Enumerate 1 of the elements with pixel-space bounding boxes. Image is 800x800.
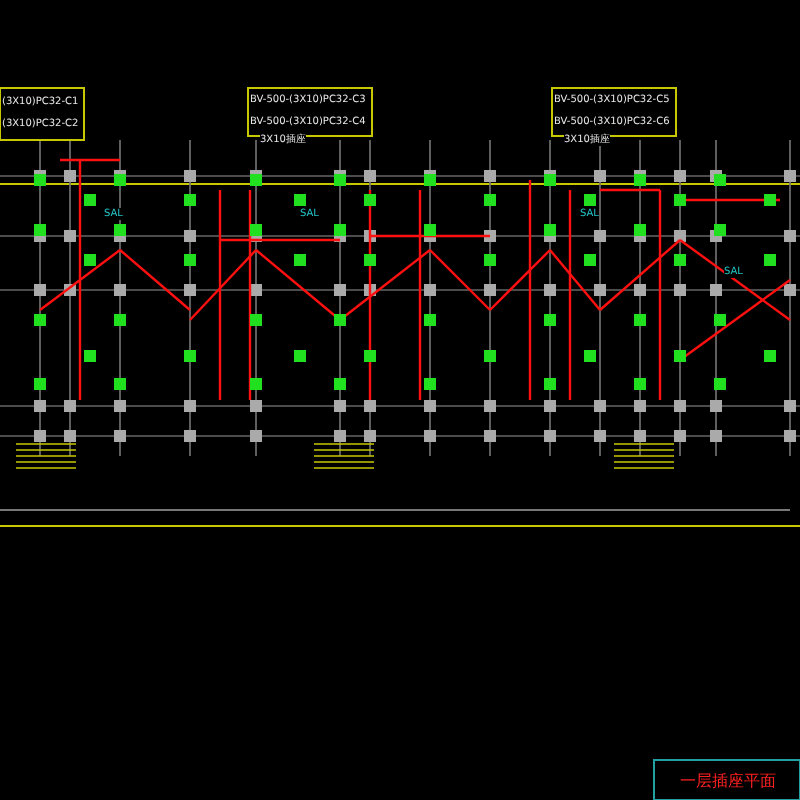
drawing-title: 一层插座平面 <box>680 772 776 790</box>
